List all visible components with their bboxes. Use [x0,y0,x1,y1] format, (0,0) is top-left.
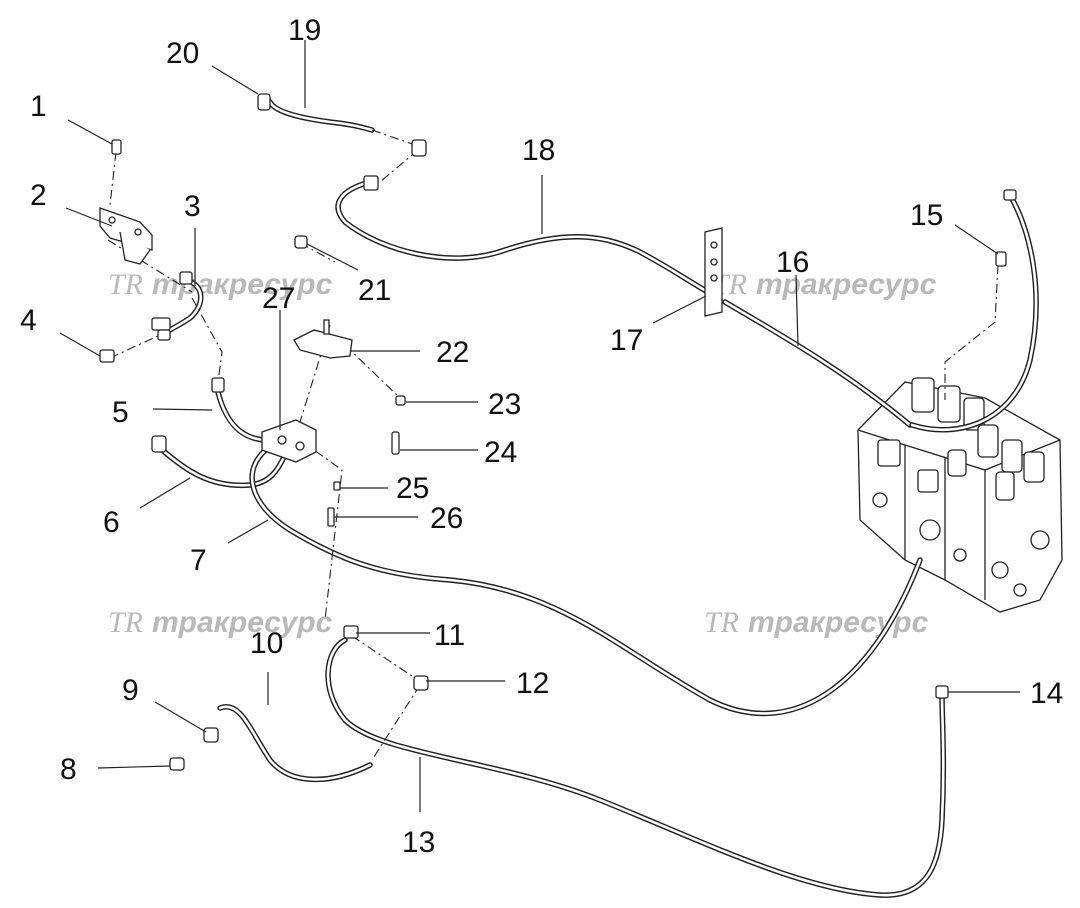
assembly-lines [107,129,999,761]
elbow-20 [257,93,271,111]
nut-23 [395,395,406,406]
plate-22 [293,319,353,359]
callout-11: 11 [434,619,465,652]
hose-13 [325,637,947,898]
callout-20: 20 [166,37,199,70]
callout-1: 1 [30,90,47,123]
watermark-logo: TR [704,606,739,639]
callout-5: 5 [112,396,129,429]
fitting-6 [151,435,167,453]
hose-19 [267,99,375,133]
callout-27: 27 [262,282,295,315]
callout-2: 2 [30,179,47,212]
watermark-text: тракресурс [152,606,333,639]
fitting-8 [169,757,185,771]
fitting-15 [995,189,1017,267]
hose-10 [217,703,373,783]
watermark-2: TR тракресурс [712,268,937,301]
fitting-5 [211,377,225,393]
watermark-logo: TR [108,268,143,301]
leader-lines [59,40,1020,812]
hose-5 [215,389,271,443]
control-valve-block [857,377,1063,613]
callout-6: 6 [103,506,120,539]
hose-18 [335,179,711,295]
callout-23: 23 [488,388,521,421]
callout-4: 4 [20,304,37,337]
washer-25 [333,481,341,491]
callout-19: 19 [288,14,321,47]
callout-15: 15 [910,199,943,232]
callout-labels: 1 2 3 4 5 6 7 8 9 10 11 12 13 14 15 16 1… [20,14,1063,859]
watermark-3: TR тракресурс [108,606,333,639]
callout-26: 26 [430,502,463,535]
hose-7 [249,445,923,717]
bolt-24 [391,431,400,455]
callout-13: 13 [402,826,435,859]
callout-10: 10 [250,627,283,660]
fitting-11 [343,625,359,639]
callout-8: 8 [60,753,77,786]
callout-9: 9 [122,674,139,707]
bracket-2 [99,207,153,265]
hose-15 [909,192,1039,433]
watermark-1: TR тракресурс [108,268,333,301]
fitting-3 [179,271,193,285]
watermark-4: TR тракресурс [704,606,929,639]
watermark-text: тракресурс [748,606,929,639]
fitting-12 [413,675,429,691]
callout-17: 17 [610,324,643,357]
manifold-27 [261,419,317,463]
callout-3: 3 [184,190,201,223]
bolt-26 [327,507,335,527]
callout-7: 7 [190,544,207,577]
callout-21: 21 [358,274,391,307]
fitting-21 [294,235,308,249]
fitting-4 [99,317,171,363]
fitting-14 [935,685,949,699]
bolt-1 [111,139,122,155]
callout-18: 18 [522,134,555,167]
hose-6 [157,445,288,489]
callout-24: 24 [484,436,517,469]
watermark-logo: TR [108,606,143,639]
callout-25: 25 [396,472,429,505]
callout-14: 14 [1030,677,1063,710]
watermark-text: тракресурс [756,268,937,301]
elbow-upper [363,139,427,191]
callout-22: 22 [436,336,469,369]
clamp-bracket-17 [704,227,723,317]
hose-16 [722,299,913,428]
callout-12: 12 [516,667,549,700]
fitting-9 [203,727,219,743]
callout-16: 16 [776,246,809,279]
